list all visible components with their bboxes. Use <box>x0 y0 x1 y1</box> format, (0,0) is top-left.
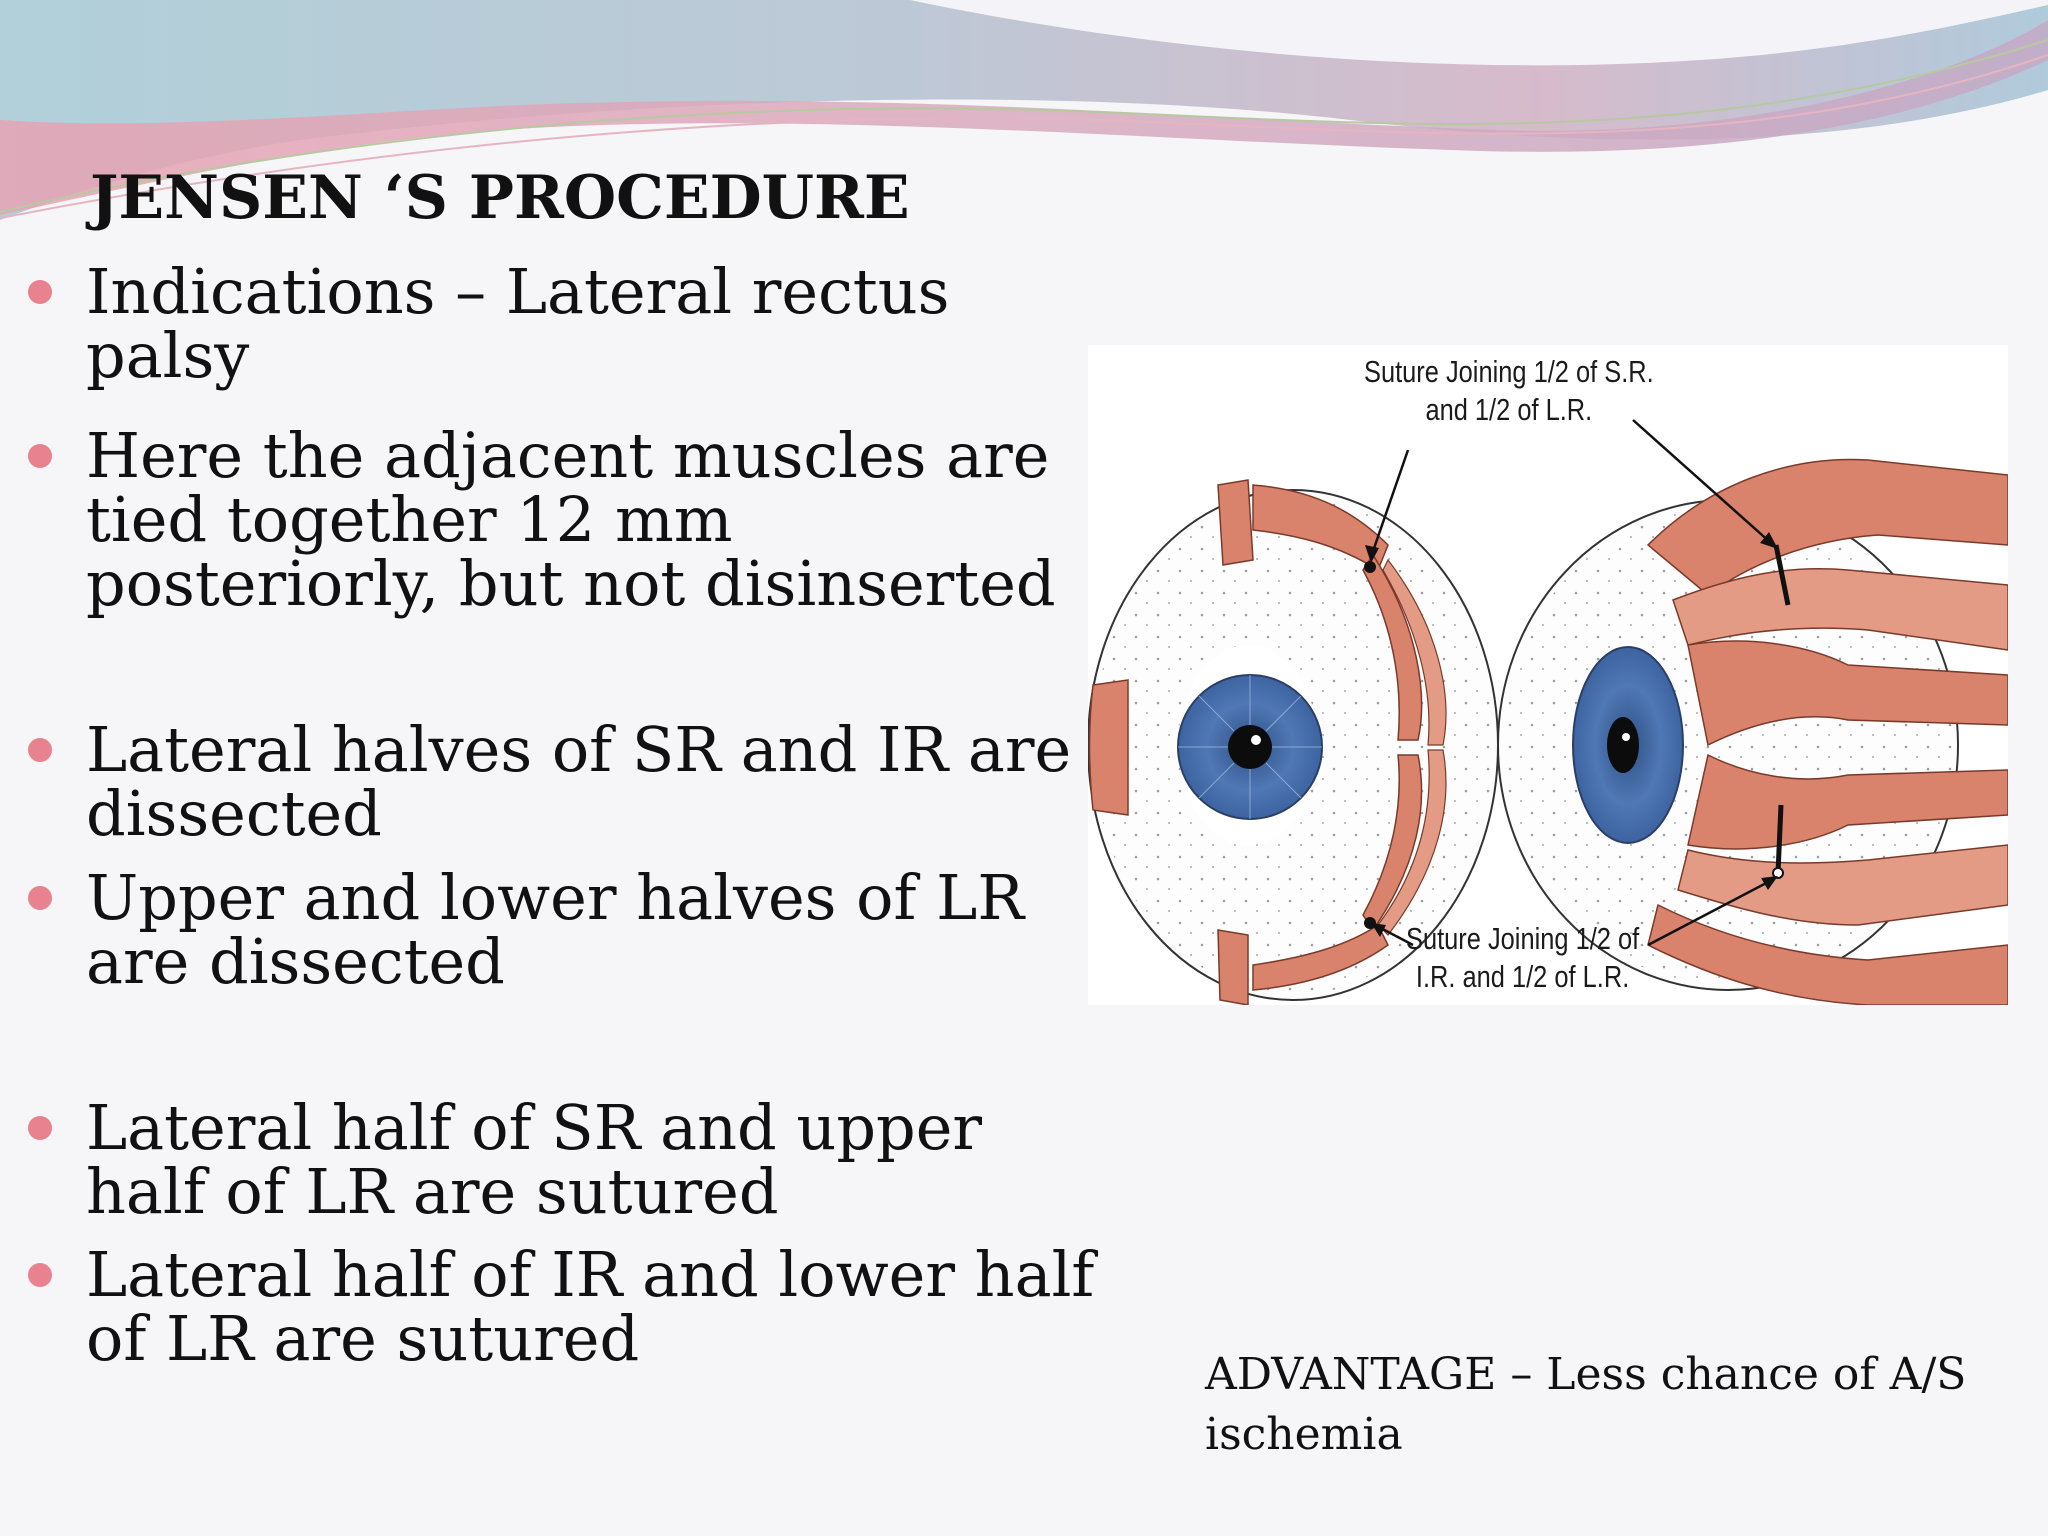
bullet-text: Lateral half of SR and upper half of LR … <box>86 1091 983 1228</box>
bullet-text: Here the adjacent muscles are tied toget… <box>86 419 1056 620</box>
bullet-indications: Indications – Lateral rectus palsy <box>28 260 1096 388</box>
bullet-adjacent-muscles: Here the adjacent muscles are tied toget… <box>28 424 1096 616</box>
bullet-sr-sutured: Lateral half of SR and upper half of LR … <box>28 1096 1096 1224</box>
bullet-upper-lower-halves: Upper and lower halves of LR are dissect… <box>28 866 1096 994</box>
jensen-procedure-illustration: Suture Joining 1/2 of S.R. and 1/2 of L.… <box>1087 345 2009 1006</box>
bullet-marker <box>28 280 52 304</box>
bullet-lateral-halves: Lateral halves of SR and IR are dissecte… <box>28 718 1096 846</box>
bullet-text: Upper and lower halves of LR are dissect… <box>86 861 1025 998</box>
eye-diagram <box>1087 345 2009 1006</box>
slide-title: JENSEN ‘S PROCEDURE <box>90 163 910 233</box>
bullet-marker <box>28 444 52 468</box>
suture-label-superior-line1: Suture Joining 1/2 of S.R. <box>1364 354 1654 389</box>
bullet-text: Lateral half of IR and lower half of LR … <box>86 1238 1095 1375</box>
bullet-marker <box>28 886 52 910</box>
suture-label-superior-line2: and 1/2 of L.R. <box>1425 392 1593 427</box>
suture-label-inferior-line1: Suture Joining 1/2 of <box>1406 921 1640 956</box>
left-eye <box>1087 449 1499 1006</box>
suture-label-inferior-line2: I.R. and 1/2 of L.R. <box>1415 959 1630 994</box>
suture-label-inferior: Suture Joining 1/2 of I.R. and 1/2 of L.… <box>1406 920 1639 996</box>
header-wave-decoration <box>0 0 2048 220</box>
bullet-text: Lateral halves of SR and IR are dissecte… <box>86 713 1072 850</box>
suture-label-superior: Suture Joining 1/2 of S.R. and 1/2 of L.… <box>1364 353 1654 429</box>
bullet-marker <box>28 738 52 762</box>
bullet-text: Indications – Lateral rectus palsy <box>86 255 950 392</box>
advantage-note: ADVANTAGE – Less chance of A/S ischemia <box>1205 1349 1967 1460</box>
right-eye <box>1497 419 2009 1006</box>
bullet-ir-sutured: Lateral half of IR and lower half of LR … <box>28 1243 1096 1371</box>
bullet-marker <box>28 1116 52 1140</box>
bullet-marker <box>28 1263 52 1287</box>
